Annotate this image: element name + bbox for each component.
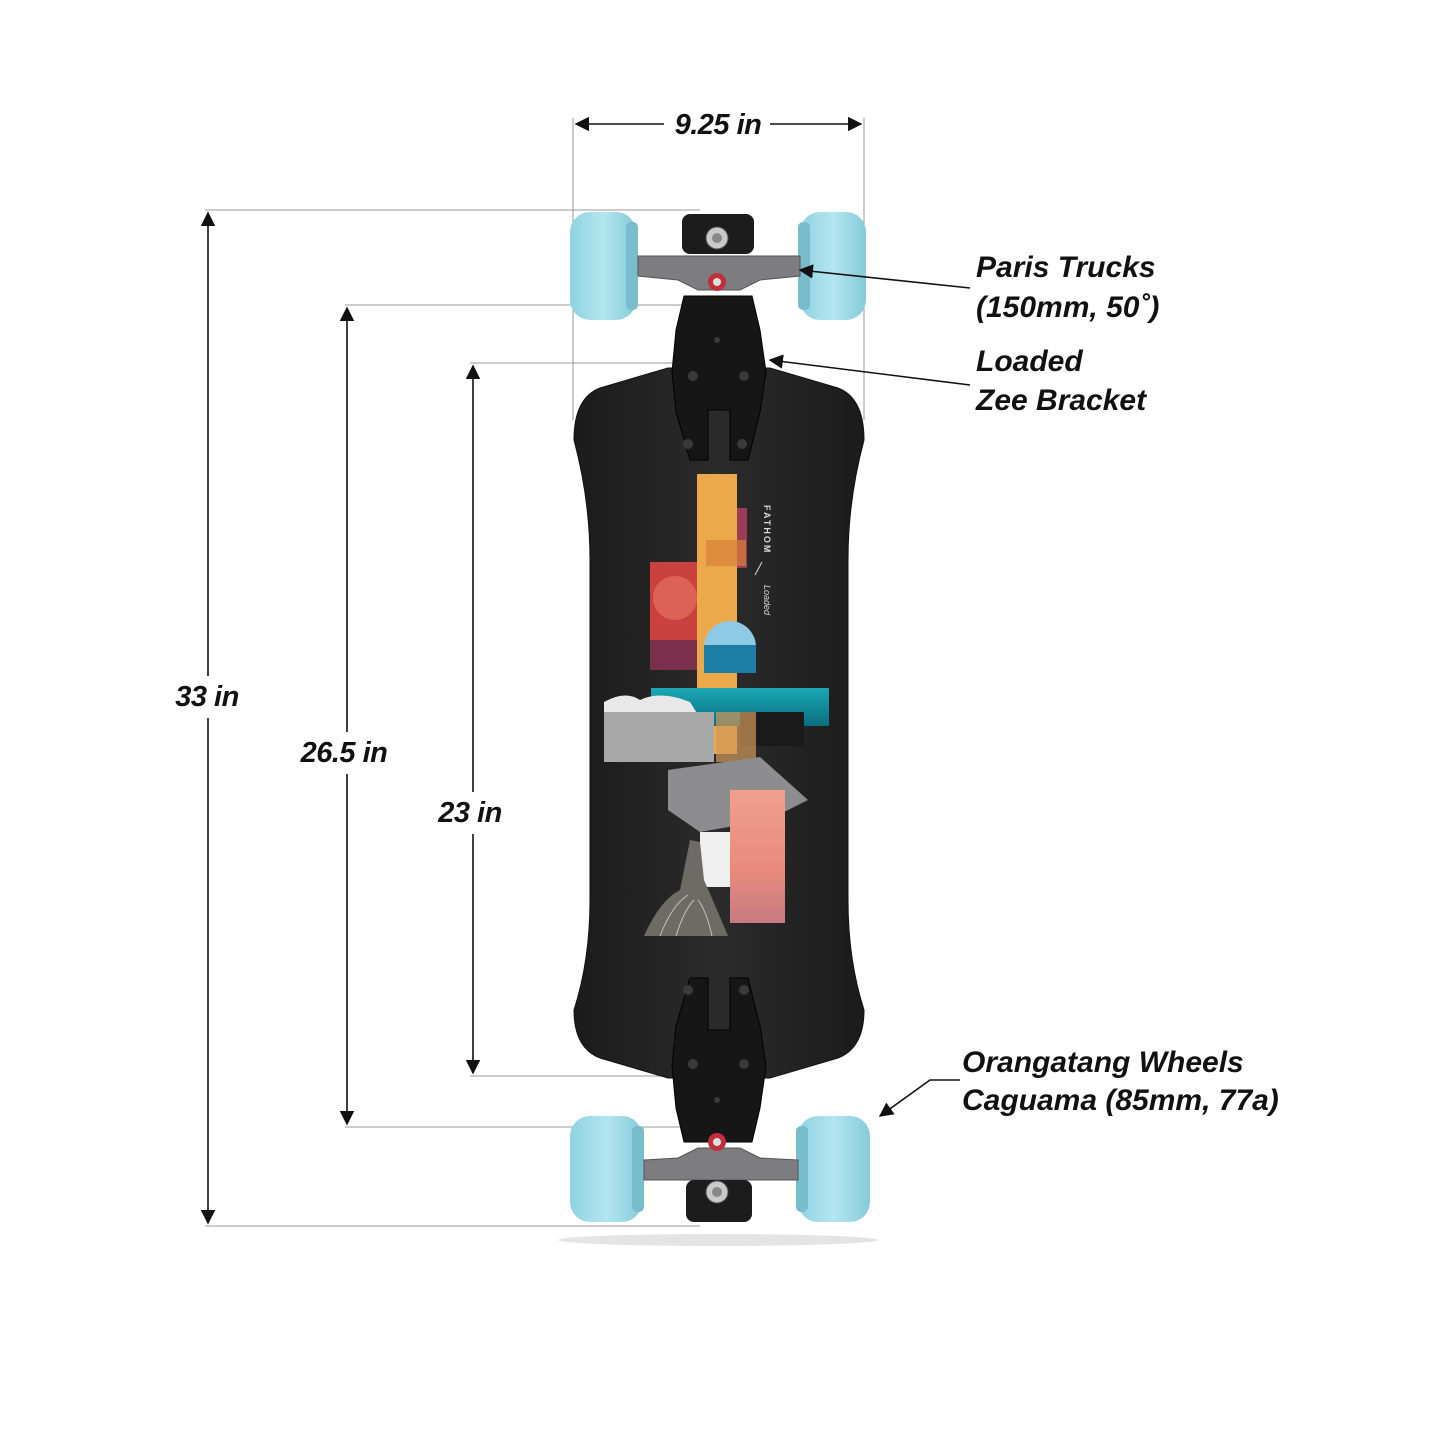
- board-shadow: [558, 1234, 878, 1246]
- trucks-callout-line1: Paris Trucks: [976, 251, 1156, 284]
- rear-left-wheel: [570, 1116, 644, 1222]
- bracket-callout: Loaded Zee Bracket: [975, 345, 1148, 417]
- wheelbase-label: 26.5 in: [300, 737, 388, 769]
- deck-brand-text: FATHOM: [762, 505, 772, 554]
- deck-logo: Loaded: [762, 585, 772, 616]
- wheels-callout: Orangatang Wheels Caguama (85mm, 77a): [962, 1046, 1279, 1117]
- front-truck-assembly: [570, 212, 866, 461]
- wheels-leader: [878, 1079, 960, 1117]
- rear-truck-hanger: [643, 1147, 799, 1181]
- front-right-wheel: [798, 212, 866, 320]
- rear-zee-bracket: [671, 977, 767, 1143]
- front-left-wheel: [570, 212, 638, 320]
- trucks-callout-line2: (150mm, 50˚): [976, 291, 1159, 324]
- trucks-leader: [798, 264, 971, 289]
- rear-right-wheel: [796, 1116, 870, 1222]
- callout-leaders: [768, 264, 971, 1117]
- wheels-callout-line2: Caguama (85mm, 77a): [962, 1084, 1279, 1117]
- overall-length-label: 33 in: [175, 681, 239, 713]
- width-dimension-label: 9.25 in: [675, 109, 762, 141]
- rear-truck-assembly: [570, 977, 870, 1222]
- extension-lines: [205, 118, 865, 1227]
- wheels-callout-line1: Orangatang Wheels: [962, 1046, 1244, 1079]
- front-zee-bracket: [671, 295, 767, 461]
- front-truck-hanger: [637, 255, 801, 291]
- trucks-callout: Paris Trucks (150mm, 50˚): [976, 251, 1159, 324]
- longboard: FATHOM Loaded: [570, 212, 870, 1222]
- bracket-leader: [768, 354, 971, 386]
- deck-graphic: FATHOM Loaded: [604, 474, 829, 937]
- bracket-callout-line1: Loaded: [976, 345, 1083, 378]
- bracket-callout-line2: Zee Bracket: [975, 384, 1148, 417]
- deck-length-label: 23 in: [437, 797, 502, 829]
